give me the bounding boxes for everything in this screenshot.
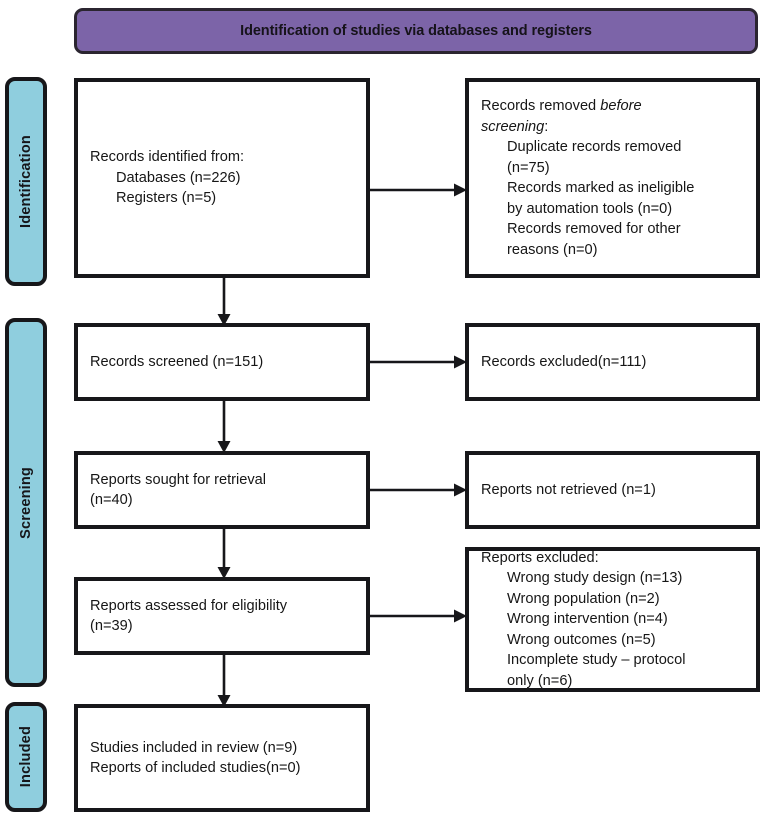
box-line: reasons (n=0) <box>507 241 598 258</box>
box-line: Records identified from: <box>90 149 245 166</box>
diagram-banner: Identification of studies via databases … <box>74 8 758 54</box>
box-line: Duplicate records removed <box>507 139 682 155</box>
box-line: Reports sought for retrieval <box>90 471 267 488</box>
box-line: only (n=6) <box>507 672 573 689</box>
box-line: Records removed for other <box>507 221 681 237</box>
box-line: Reports excluded: <box>481 549 599 566</box>
stage-label-included-text: Included <box>18 726 34 788</box>
removed-heading-italic-2: screening <box>481 118 545 135</box>
box-records-removed-before-screening: Records removed before screening: Duplic… <box>465 78 760 278</box>
box-line: by automation tools (n=0) <box>507 200 673 217</box>
box-line: Studies included in review (n=9) <box>90 739 298 756</box>
arrow-screened-to-excluded-icon <box>366 352 467 372</box>
stage-label-screening-text: Screening <box>18 466 34 539</box>
arrow-sought-to-assessed-icon <box>214 527 234 579</box>
box-line: Reports not retrieved (n=1) <box>481 481 656 498</box>
stage-label-identification-text: Identification <box>18 134 34 229</box>
box-reports-assessed-for-eligibility: Reports assessed for eligibility (n=39) <box>74 577 370 655</box>
banner-title: Identification of studies via databases … <box>240 23 592 39</box>
box-reports-not-retrieved: Reports not retrieved (n=1) <box>465 451 760 529</box>
box-line: (n=40) <box>90 492 133 508</box>
box-line: Records excluded(n=111) <box>481 353 647 370</box>
box-line: Registers (n=5) <box>116 190 217 207</box>
box-line: Records screened (n=151) <box>90 353 264 370</box>
box-line: Wrong outcomes (n=5) <box>507 631 656 648</box>
box-line: Wrong intervention (n=4) <box>507 611 668 628</box>
arrow-screened-to-sought-icon <box>214 399 234 453</box>
box-line: screening: <box>481 117 744 138</box>
box-line: Wrong population (n=2) <box>507 590 660 607</box>
box-records-screened: Records screened (n=151) <box>74 323 370 401</box>
box-line: Records removed before <box>481 96 744 117</box>
box-line: Wrong study design (n=13) <box>507 570 683 587</box>
arrow-assessed-to-reports-excluded-icon <box>366 606 467 626</box>
removed-heading-text: Records removed <box>481 98 601 114</box>
stage-label-included: Included <box>5 702 47 812</box>
box-reports-sought-for-retrieval: Reports sought for retrieval (n=40) <box>74 451 370 529</box>
stage-label-identification: Identification <box>5 77 47 286</box>
box-studies-included-in-review: Studies included in review (n=9) Reports… <box>74 704 370 812</box>
box-line: Reports assessed for eligibility <box>90 597 288 614</box>
box-line: (n=75) <box>507 159 550 176</box>
arrow-assessed-to-included-icon <box>214 653 234 707</box>
arrow-identified-to-removed-icon <box>366 180 467 200</box>
box-line: Records marked as ineligible <box>507 180 695 196</box>
arrow-identified-to-screened-icon <box>214 276 234 326</box>
removed-heading-italic: before <box>600 98 642 114</box>
box-reports-excluded-with-reasons: Reports excluded: Wrong study design (n=… <box>465 547 760 692</box>
box-line: Incomplete study – protocol <box>507 652 686 669</box>
box-records-excluded: Records excluded(n=111) <box>465 323 760 401</box>
stage-label-screening: Screening <box>5 318 47 687</box>
box-line: Reports of included studies(n=0) <box>90 760 301 776</box>
box-line: Databases (n=226) <box>116 169 241 186</box>
removed-heading-colon: : <box>544 118 549 135</box>
box-records-identified: Records identified from: Databases (n=22… <box>74 78 370 278</box>
arrow-sought-to-not-retrieved-icon <box>366 480 467 500</box>
box-line: (n=39) <box>90 618 133 634</box>
